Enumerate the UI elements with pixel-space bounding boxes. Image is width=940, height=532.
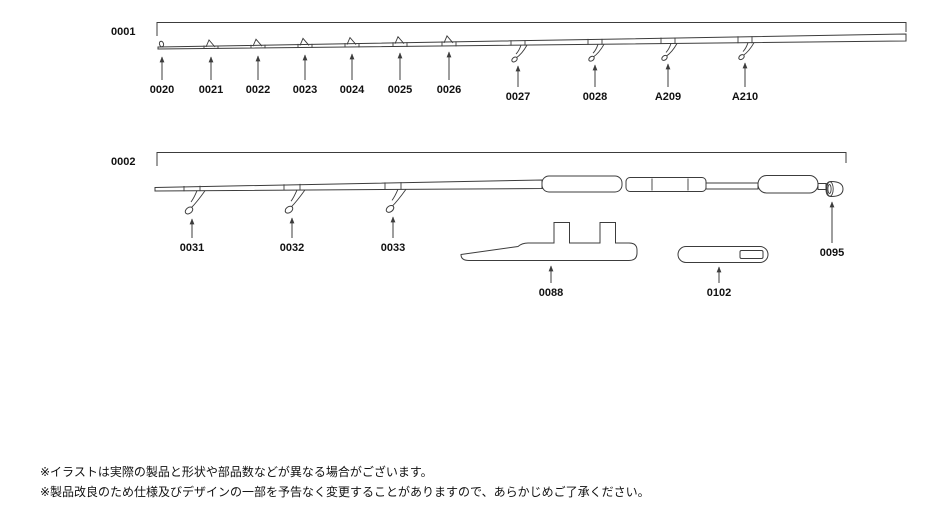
part-number-label: 0095	[820, 247, 844, 259]
part-number-label: 0032	[280, 242, 304, 254]
part-number-label: 0025	[388, 84, 412, 96]
part-number-label: 0033	[381, 242, 405, 254]
guide-ring	[184, 206, 194, 215]
rod-blank	[157, 33, 907, 50]
guide-ring	[588, 55, 595, 62]
guide-ring	[738, 54, 745, 61]
part-callout: A210	[732, 62, 758, 103]
part-callout: 0095	[820, 201, 844, 259]
part-number-label: 0028	[583, 91, 607, 103]
rear-blank	[705, 182, 759, 190]
part-number-label: 0021	[199, 84, 223, 96]
section-bracket	[156, 152, 847, 166]
butt-grip	[757, 175, 819, 194]
reel-seat-detail	[651, 178, 689, 191]
guide-wrap-ticks	[183, 182, 402, 192]
disclaimer-line-2: ※製品改良のため仕様及びデザインの一部を予告なく変更することがありますので、あら…	[40, 485, 650, 499]
end-cap	[825, 180, 844, 198]
reel-seat-stand-part	[460, 222, 638, 261]
foregrip	[541, 175, 623, 193]
guide-ring	[661, 54, 668, 61]
part-callout: 0088	[539, 265, 563, 299]
section-0002: 0002	[111, 152, 847, 299]
section-id-label: 0002	[111, 156, 135, 168]
part-callout: 0024	[340, 53, 365, 96]
loose-parts	[460, 222, 769, 263]
reel-seat	[625, 177, 707, 192]
section-bracket	[156, 22, 907, 36]
guide-ring	[385, 204, 395, 213]
part-callout: 0102	[707, 266, 731, 299]
part-callout: 0032	[280, 217, 304, 254]
part-callout: A209	[655, 63, 681, 103]
part-number-label: 0024	[340, 84, 365, 96]
part-number-label: 0020	[150, 84, 174, 96]
part-number-label: 0102	[707, 287, 731, 299]
part-callout: 0022	[246, 55, 270, 96]
part-number-label: 0088	[539, 287, 563, 299]
part-callout: 0025	[388, 52, 412, 96]
disclaimer-line-1: ※イラストは実際の製品と形状や部品数などが異なる場合がございます。	[40, 465, 433, 479]
part-callout: 0023	[293, 54, 317, 96]
end-cap-rib	[826, 181, 834, 197]
part-number-label: 0023	[293, 84, 317, 96]
rod-blank	[154, 179, 543, 192]
guide-ring	[511, 56, 518, 63]
part-number-label: A209	[655, 91, 681, 103]
part-callout: 0021	[199, 56, 223, 96]
part-number-label: 0031	[180, 242, 204, 254]
part-number-label: 0026	[437, 84, 461, 96]
section-0001: 0001 0020 0021	[111, 22, 907, 103]
large-guide-frames	[515, 42, 755, 59]
handle-part-detail	[739, 250, 764, 259]
butt-connector	[817, 183, 827, 190]
part-number-label: 0027	[506, 91, 530, 103]
tip-top-guide	[158, 40, 165, 48]
end-cap-rib	[827, 184, 832, 194]
section-id-label: 0001	[111, 26, 135, 38]
part-callout: 0033	[381, 216, 405, 254]
part-number-label: 0022	[246, 84, 270, 96]
part-callout: 0020	[150, 56, 174, 96]
large-guide-frames	[190, 188, 407, 209]
part-number-label: A210	[732, 91, 758, 103]
part-callout: 0028	[583, 64, 607, 103]
part-callout: 0031	[180, 218, 204, 254]
part-callout: 0027	[506, 65, 530, 103]
rod-tip-drawing	[157, 33, 907, 63]
guide-ring	[284, 205, 294, 214]
rod-butt-drawing	[154, 175, 844, 215]
guide-wrap-ticks	[203, 36, 753, 49]
part-callout: 0026	[437, 51, 461, 96]
snake-guides	[205, 35, 454, 48]
